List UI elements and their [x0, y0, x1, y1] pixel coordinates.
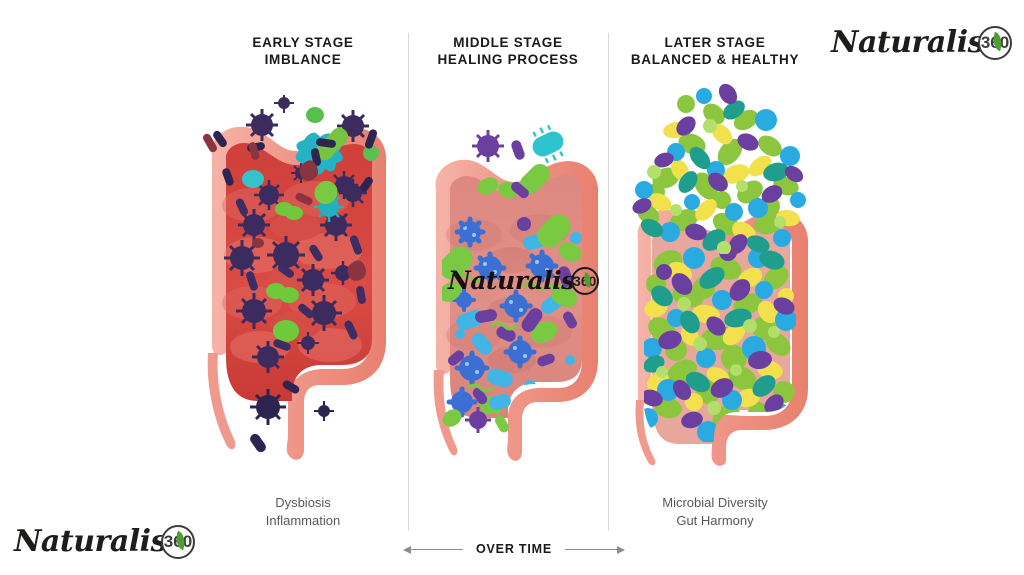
panel-caption-line1: Dysbiosis [275, 495, 331, 510]
panel-title-line2: BALANCED & HEALTHY [630, 52, 800, 67]
gut-outer-wall [637, 209, 809, 466]
microbiota-spill-top [632, 83, 806, 254]
panel-title-early: EARLY STAGE IMBLANCE [173, 34, 433, 68]
microbe-leak-bottom [442, 386, 511, 433]
over-time-timeline: OVER TIME [403, 538, 626, 560]
right-arrow-icon [559, 544, 626, 554]
gut-tail [433, 370, 458, 456]
microbe-cluster-outside [472, 124, 564, 199]
gut-illustration-later [632, 83, 809, 466]
brand-logo-top: Naturalis 360 [831, 25, 1012, 60]
microbe-cluster-inside [441, 214, 582, 414]
gut-tail [635, 400, 656, 466]
panel-title-later: LATER STAGE BALANCED & HEALTHY [585, 34, 845, 68]
brand-logo-bottom: Naturalis 360 [14, 524, 195, 559]
panel-title-line1: EARLY STAGE [252, 35, 354, 50]
panel-divider-2 [608, 33, 609, 531]
gut-tail [207, 353, 236, 450]
brand-badge-360: 360 [978, 25, 1012, 60]
microbiota-dense-inside [643, 243, 797, 442]
panel-caption-later: Microbial Diversity Gut Harmony [585, 494, 845, 530]
pathogen-cluster-outside [203, 95, 379, 199]
panel-caption-line2: Gut Harmony [676, 513, 754, 528]
panel-caption-line2: Inflammation [265, 513, 341, 528]
panel-caption-line1: Microbial Diversity [662, 495, 768, 510]
brand-wordmark: Naturalis [831, 25, 984, 60]
gut-illustration-middle [433, 124, 599, 461]
panel-title-line1: MIDDLE STAGE [453, 35, 563, 50]
pathogen-leak-bottom [250, 380, 334, 453]
panel-title-line2: IMBLANCE [264, 52, 342, 67]
brand-wordmark: Naturalis [14, 524, 167, 559]
over-time-label: OVER TIME [476, 542, 552, 556]
panel-divider-1 [408, 33, 409, 531]
panel-title-line2: HEALING PROCESS [437, 52, 579, 67]
gut-outer-wall [435, 159, 599, 461]
left-arrow-icon [403, 544, 469, 554]
brand-badge-360: 360 [160, 524, 195, 559]
panel-title-middle: MIDDLE STAGE HEALING PROCESS [378, 34, 638, 68]
panel-title-line1: LATER STAGE [664, 35, 766, 50]
pathogen-cluster-inside [224, 170, 367, 373]
panel-caption-early: Dysbiosis Inflammation [173, 494, 433, 530]
gut-illustration-early [203, 95, 387, 460]
gut-outer-wall [211, 126, 387, 460]
